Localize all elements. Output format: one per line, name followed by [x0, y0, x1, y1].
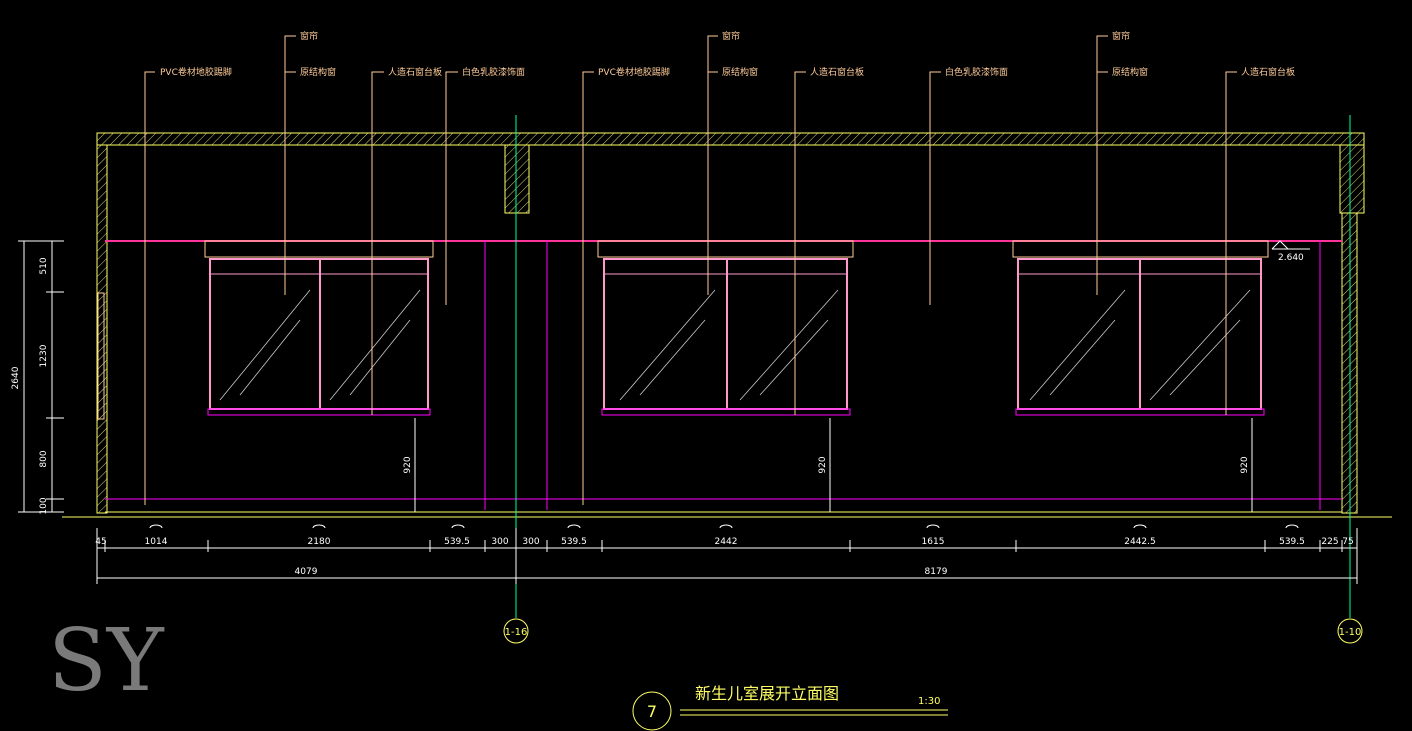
- window-1: [204, 240, 434, 416]
- bottom-dimension-chain: [96, 528, 1358, 584]
- svg-text:1230: 1230: [39, 344, 49, 367]
- svg-text:2.640: 2.640: [1278, 253, 1304, 263]
- left-dimension-text: 2640 510 1230 800 100: [11, 257, 49, 514]
- svg-text:539.5: 539.5: [1279, 537, 1305, 547]
- svg-text:45: 45: [95, 537, 106, 547]
- svg-text:1014: 1014: [145, 537, 168, 547]
- svg-text:2640: 2640: [11, 366, 21, 389]
- callout-label: 白色乳胶漆饰面: [462, 66, 525, 78]
- left-dimension-chain: [18, 240, 64, 513]
- svg-text:539.5: 539.5: [444, 537, 470, 547]
- callout-leaders: [144, 35, 1237, 505]
- svg-text:300: 300: [491, 537, 508, 547]
- watermark: SY: [48, 611, 165, 711]
- svg-text:1-16: 1-16: [505, 627, 528, 638]
- callout-label: 窗帘: [1112, 30, 1130, 42]
- svg-text:510: 510: [39, 257, 49, 274]
- floor-line: [62, 498, 1392, 518]
- callout-label: PVC卷材地胶踢脚: [160, 66, 232, 78]
- svg-text:225: 225: [1321, 537, 1338, 547]
- svg-text:2442: 2442: [715, 537, 738, 547]
- svg-text:920: 920: [818, 456, 828, 473]
- svg-text:920: 920: [1240, 456, 1250, 473]
- axis-bubble-1: 1-16: [503, 618, 529, 644]
- section-marks: [149, 524, 1299, 529]
- callout-labels: PVC卷材地胶踢脚 窗帘 原结构窗 人造石窗台板 白色乳胶漆饰面 PVC卷材地胶…: [160, 30, 1295, 78]
- svg-text:300: 300: [522, 537, 539, 547]
- drawing-title: 新生儿室展开立面图: [695, 684, 839, 703]
- svg-text:4079: 4079: [295, 567, 318, 577]
- axis-bubble-2: 1-10: [1337, 618, 1363, 644]
- svg-text:1615: 1615: [922, 537, 945, 547]
- callout-label: 原结构窗: [300, 66, 336, 78]
- callout-label: 人造石窗台板: [1241, 66, 1295, 78]
- svg-text:100: 100: [39, 497, 49, 514]
- callout-label: 窗帘: [722, 30, 740, 42]
- bottom-dimension-text: 45 1014 2180 539.5 300 300 539.5 2442 16…: [95, 537, 1353, 577]
- title-block: 7 新生儿室展开立面图 1:30: [632, 684, 948, 731]
- callout-label: 白色乳胶漆饰面: [945, 66, 1008, 78]
- callout-label: 原结构窗: [1112, 66, 1148, 78]
- svg-text:920: 920: [403, 456, 413, 473]
- svg-text:1-10: 1-10: [1339, 627, 1362, 638]
- callout-label: 原结构窗: [722, 66, 758, 78]
- svg-text:539.5: 539.5: [561, 537, 587, 547]
- svg-text:2180: 2180: [308, 537, 331, 547]
- window-2: [597, 240, 854, 416]
- sill-dimension-text: 920 920 920: [403, 456, 1250, 473]
- ceiling-line: [105, 240, 1342, 510]
- callout-label: PVC卷材地胶踢脚: [598, 66, 670, 78]
- window-3: [1012, 240, 1269, 416]
- level-mark: 2.640: [1271, 240, 1310, 263]
- callout-label: 人造石窗台板: [388, 66, 442, 78]
- drawing-scale: 1:30: [918, 696, 940, 707]
- callout-label: 人造石窗台板: [810, 66, 864, 78]
- callout-label: 窗帘: [300, 30, 318, 42]
- svg-text:800: 800: [39, 450, 49, 467]
- drawing-number: 7: [647, 702, 657, 721]
- sill-dimensions: [414, 418, 1253, 512]
- svg-text:2442.5: 2442.5: [1124, 537, 1156, 547]
- svg-text:8179: 8179: [925, 567, 948, 577]
- svg-text:75: 75: [1342, 537, 1353, 547]
- ceiling-slab: [96, 132, 1365, 214]
